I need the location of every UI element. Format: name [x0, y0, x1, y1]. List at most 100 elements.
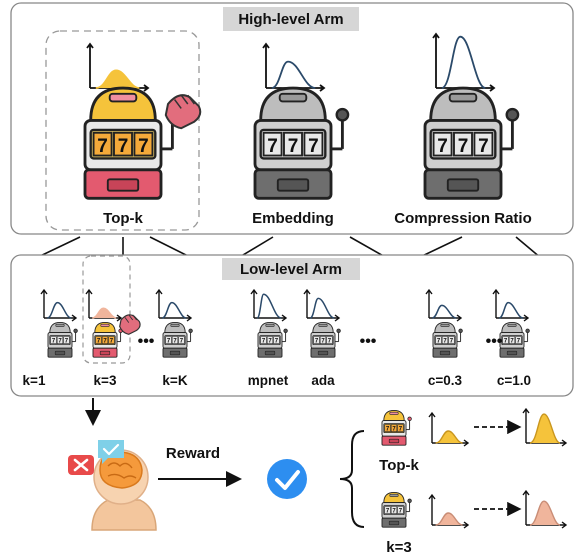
svg-text:7: 7 — [180, 339, 184, 345]
distribution-curve-icon — [262, 42, 326, 92]
svg-text:7: 7 — [386, 509, 390, 515]
distribution-curve-icon — [155, 288, 193, 322]
low-level-arm-label: k=1 — [23, 373, 46, 388]
svg-text:7: 7 — [315, 339, 319, 345]
svg-text:7: 7 — [103, 339, 107, 345]
svg-text:7: 7 — [58, 339, 62, 345]
svg-text:7: 7 — [321, 339, 325, 345]
low-level-arm-label: k=3 — [94, 373, 117, 388]
svg-text:7: 7 — [173, 339, 177, 345]
svg-text:7: 7 — [399, 509, 403, 515]
svg-text:7: 7 — [437, 339, 441, 345]
x-mark-icon — [68, 455, 94, 475]
svg-text:7: 7 — [308, 136, 319, 157]
low-level-arm-label: ada — [311, 373, 335, 388]
svg-text:7: 7 — [510, 339, 514, 345]
outcome-label-k3: k=3 — [386, 539, 411, 555]
distribution-curve-icon — [522, 407, 568, 447]
svg-text:7: 7 — [267, 136, 278, 157]
distribution-curve-icon — [250, 288, 288, 322]
svg-text:7: 7 — [110, 339, 114, 345]
svg-text:7: 7 — [392, 509, 396, 515]
distribution-curve-icon — [432, 32, 496, 92]
svg-text:7: 7 — [328, 339, 332, 345]
distribution-curve-icon — [40, 288, 78, 322]
svg-text:7: 7 — [118, 136, 129, 157]
high-level-arm-label: Embedding — [252, 210, 334, 227]
distribution-curve-icon — [492, 288, 530, 322]
svg-text:7: 7 — [97, 136, 108, 157]
ellipsis-dots: ••• — [138, 333, 155, 350]
svg-text:7: 7 — [450, 339, 454, 345]
outcome-label-top-k: Top-k — [379, 457, 419, 474]
distribution-curve-icon — [522, 489, 568, 529]
svg-text:7: 7 — [138, 136, 149, 157]
chat-bubble-icon — [98, 440, 124, 464]
svg-text:7: 7 — [52, 339, 56, 345]
hand-icon — [119, 314, 141, 335]
selected-arm-highlight — [45, 30, 200, 231]
svg-text:7: 7 — [504, 339, 508, 345]
svg-text:7: 7 — [443, 339, 447, 345]
svg-text:7: 7 — [386, 427, 390, 433]
svg-text:7: 7 — [65, 339, 69, 345]
svg-text:7: 7 — [262, 339, 266, 345]
low-level-arm-label: c=1.0 — [497, 373, 531, 388]
reward-label: Reward — [166, 445, 220, 462]
hand-icon — [164, 94, 202, 130]
low-level-panel: Low-level Arm — [10, 254, 574, 397]
svg-text:7: 7 — [392, 427, 396, 433]
svg-text:7: 7 — [399, 427, 403, 433]
svg-text:7: 7 — [478, 136, 489, 157]
distribution-curve-icon — [85, 288, 123, 322]
ellipsis-dots: ••• — [486, 333, 503, 350]
low-level-arm-label: c=0.3 — [428, 373, 463, 388]
svg-text:7: 7 — [167, 339, 171, 345]
svg-text:7: 7 — [288, 136, 299, 157]
low-level-arm-label: mpnet — [248, 373, 289, 388]
svg-text:7: 7 — [437, 136, 448, 157]
thinking-person-icon — [68, 440, 157, 531]
svg-text:7: 7 — [458, 136, 469, 157]
high-level-arm-label: Top-k — [103, 210, 143, 227]
selected-low-arm-highlight — [82, 255, 131, 364]
distribution-curve-icon — [428, 493, 470, 529]
checkmark-icon — [267, 459, 307, 499]
low-level-arm-label: k=K — [162, 373, 187, 388]
distribution-curve-icon — [425, 288, 463, 322]
distribution-curve-icon — [428, 411, 470, 447]
low-level-title: Low-level Arm — [240, 261, 342, 278]
svg-text:7: 7 — [97, 339, 101, 345]
svg-text:7: 7 — [517, 339, 521, 345]
high-level-arm-label: Compression Ratio — [394, 210, 532, 227]
svg-text:7: 7 — [268, 339, 272, 345]
distribution-curve-icon — [303, 288, 341, 322]
svg-text:7: 7 — [275, 339, 279, 345]
high-level-title: High-level Arm — [238, 11, 343, 28]
